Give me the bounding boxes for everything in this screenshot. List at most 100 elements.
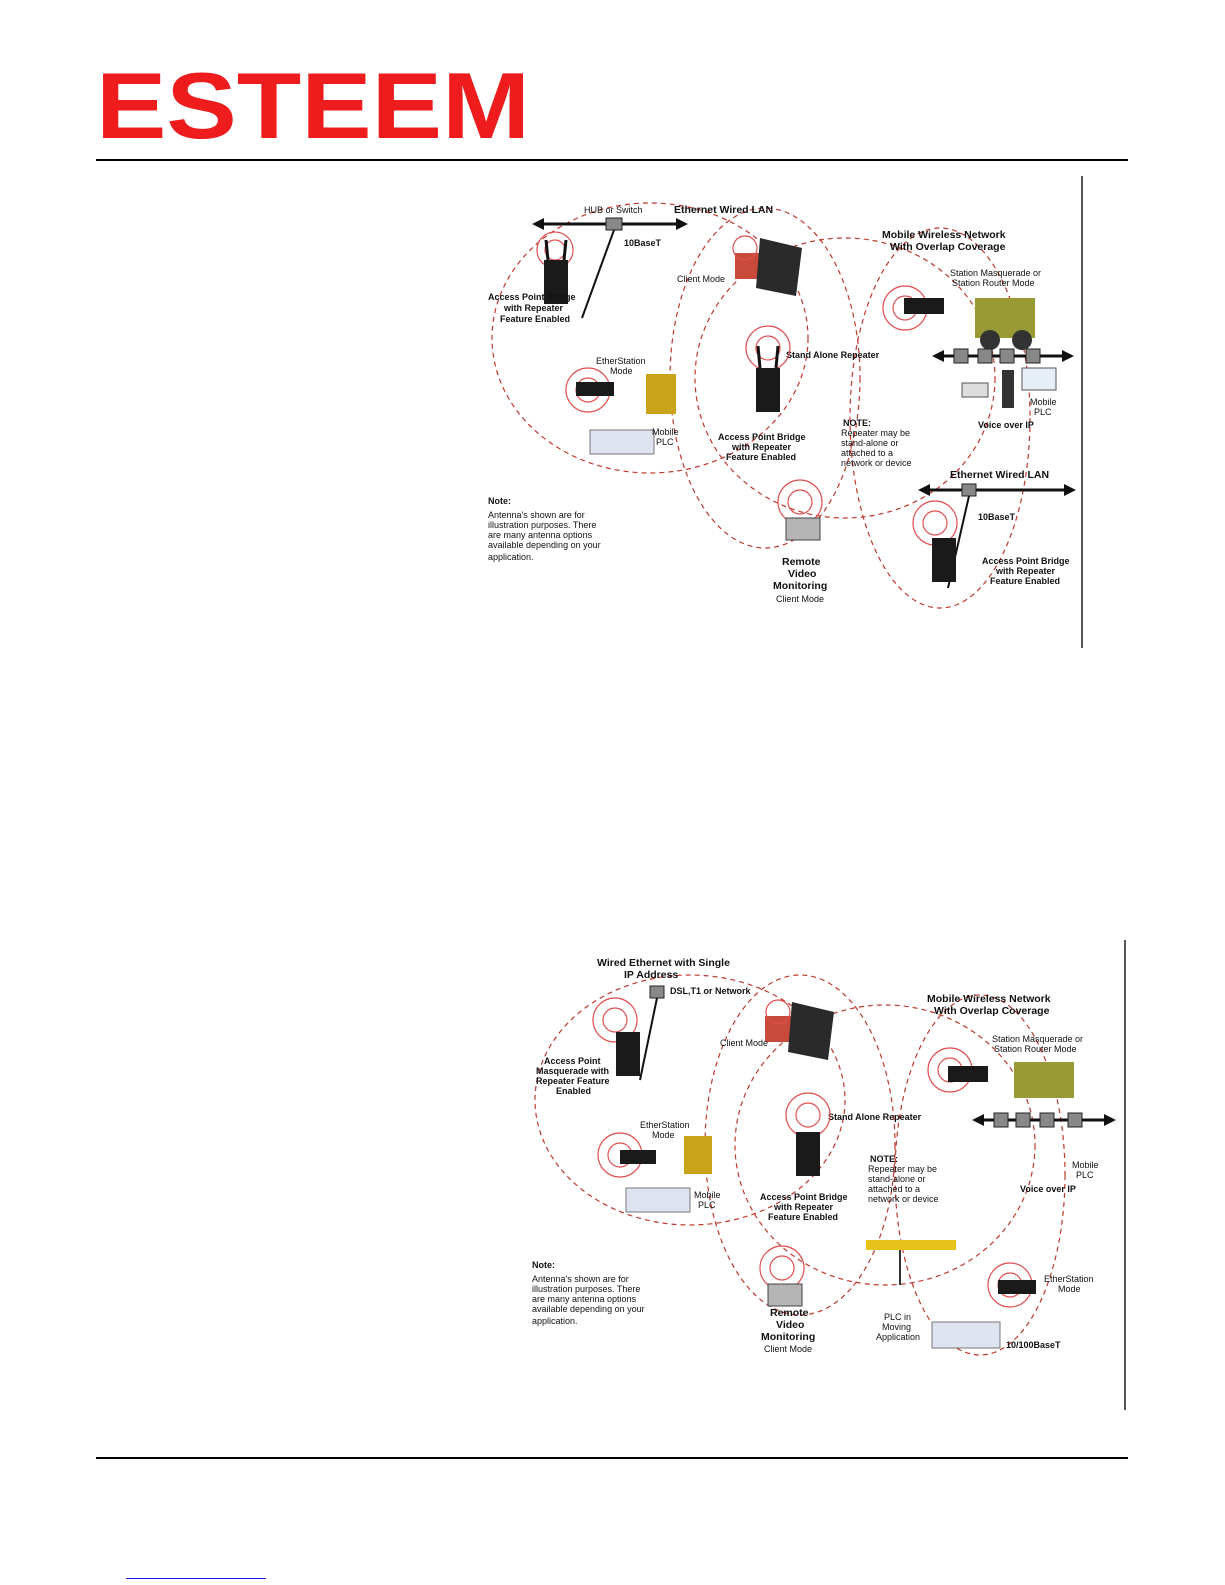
noterep2-line4: attached to a bbox=[868, 1184, 920, 1194]
video2-line3: Monitoring bbox=[761, 1331, 815, 1343]
ap1-line3: Feature Enabled bbox=[500, 314, 570, 324]
diagram2-side-rule bbox=[1124, 940, 1126, 1410]
apm-line2: Masquerade with bbox=[536, 1066, 609, 1076]
ap2b-line3: Feature Enabled bbox=[768, 1212, 838, 1222]
client-label: Client Mode bbox=[677, 274, 725, 284]
note2-line2: illustration purposes. There bbox=[532, 1284, 640, 1294]
video2-mode: Client Mode bbox=[764, 1344, 812, 1354]
apm-line1: Access Point bbox=[544, 1056, 601, 1066]
crane-icon bbox=[866, 1240, 956, 1285]
lan-bus-2 bbox=[918, 483, 1076, 589]
note-line5: application. bbox=[488, 552, 534, 562]
ap2-line3: Feature Enabled bbox=[726, 452, 796, 462]
ether-line2: Mode bbox=[610, 366, 633, 376]
video-line3: Monitoring bbox=[773, 580, 827, 592]
etherstation-device bbox=[565, 367, 676, 455]
hub-label: HUB or Switch bbox=[584, 205, 643, 215]
ap1-line2: with Repeater bbox=[503, 303, 564, 313]
noterep-line4: attached to a bbox=[841, 448, 893, 458]
repeater-label: Stand Alone Repeater bbox=[786, 350, 880, 360]
plc2-line1: Mobile bbox=[1030, 397, 1057, 407]
video-line2: Video bbox=[788, 568, 816, 580]
mobile-station-2 bbox=[927, 1047, 1116, 1128]
masq-line1: Station Masquerade or bbox=[950, 268, 1041, 278]
base2-label: 10BaseT bbox=[978, 512, 1016, 522]
noterep2-line1: NOTE: bbox=[870, 1154, 898, 1164]
repeater2-label: Stand Alone Repeater bbox=[828, 1112, 922, 1122]
masq2-line1: Station Masquerade or bbox=[992, 1034, 1083, 1044]
client2-label: Client Mode bbox=[720, 1038, 768, 1048]
ap3-line1: Access Point Bridge bbox=[982, 556, 1070, 566]
base3-label: 10/100BaseT bbox=[1006, 1340, 1061, 1350]
plcm-line2: Moving bbox=[882, 1322, 911, 1332]
plc-line1: Mobile bbox=[652, 427, 679, 437]
apm-line4: Enabled bbox=[556, 1086, 591, 1096]
note-line3: are many antenna options bbox=[488, 530, 593, 540]
repeater-device bbox=[745, 325, 791, 412]
noterep-line2: Repeater may be bbox=[841, 428, 910, 438]
ap2-line2: with Repeater bbox=[731, 442, 792, 452]
apm-device bbox=[592, 997, 640, 1076]
ap3-line3: Feature Enabled bbox=[990, 576, 1060, 586]
ether2-line2: Mode bbox=[652, 1130, 675, 1140]
laptop-icon bbox=[732, 235, 802, 296]
voip-label: Voice over IP bbox=[978, 420, 1034, 430]
laptop-icon-2 bbox=[765, 999, 834, 1060]
ether2-line1: EtherStation bbox=[640, 1120, 690, 1130]
ap2b-line2: with Repeater bbox=[773, 1202, 834, 1212]
ap2-line1: Access Point Bridge bbox=[718, 432, 806, 442]
dsl-label: DSL,T1 or Network bbox=[670, 986, 752, 996]
plc-b-line2: PLC bbox=[698, 1200, 716, 1210]
mobile-title-2: With Overlap Coverage bbox=[890, 241, 1006, 253]
plc2b-line2: PLC bbox=[1076, 1170, 1094, 1180]
ether3-line1: EtherStation bbox=[1044, 1274, 1094, 1284]
note2-line3: are many antenna options bbox=[532, 1294, 637, 1304]
ap-device-1 bbox=[536, 231, 574, 304]
lan2-label: Ethernet Wired LAN bbox=[950, 469, 1049, 481]
video-mode: Client Mode bbox=[776, 594, 824, 604]
lan-bus bbox=[532, 217, 688, 319]
plc2-line2: PLC bbox=[1034, 407, 1052, 417]
etherstation-device-2 bbox=[597, 1132, 712, 1213]
header-rule bbox=[96, 159, 1128, 161]
camera-icon bbox=[777, 479, 823, 541]
plc2b-line1: Mobile bbox=[1072, 1160, 1099, 1170]
noterep2-line5: network or device bbox=[868, 1194, 939, 1204]
repeater-device-2 bbox=[785, 1092, 831, 1176]
noterep2-line2: Repeater may be bbox=[868, 1164, 937, 1174]
ap1-line1: Access Point Bridge bbox=[488, 292, 576, 302]
ether3-line2: Mode bbox=[1058, 1284, 1081, 1294]
network-diagram-1: HUB or Switch Ethernet Wired LAN 10BaseT… bbox=[488, 202, 1076, 609]
video2-line1: Remote bbox=[770, 1307, 809, 1319]
mobile-title-1: Mobile Wireless Network bbox=[882, 229, 1006, 241]
voip2-label: Voice over IP bbox=[1020, 1184, 1076, 1194]
plcm-line3: Application bbox=[876, 1332, 920, 1342]
camera-icon-2 bbox=[759, 1245, 805, 1307]
mobile2-title-1: Mobile Wireless Network bbox=[927, 993, 1051, 1005]
wired-line1: Wired Ethernet with Single bbox=[597, 957, 730, 969]
ap2b-line1: Access Point Bridge bbox=[760, 1192, 848, 1202]
note-line2: illustration purposes. There bbox=[488, 520, 596, 530]
diagram1-side-rule bbox=[1081, 176, 1083, 648]
noterep-line1: NOTE: bbox=[843, 418, 871, 428]
note2-line1: Antenna's shown are for bbox=[532, 1274, 629, 1284]
noterep-line3: stand-alone or bbox=[841, 438, 899, 448]
footer-rule bbox=[96, 1457, 1128, 1459]
noterep-line5: network or device bbox=[841, 458, 912, 468]
footer-link-underline[interactable] bbox=[126, 1578, 266, 1579]
ap-device-3 bbox=[912, 500, 958, 582]
lan-label: Ethernet Wired LAN bbox=[674, 204, 773, 216]
wired-line2: IP Address bbox=[624, 969, 678, 981]
logo-text: ESTEEM bbox=[96, 68, 530, 144]
network-diagram-2: Wired Ethernet with Single IP Address DS… bbox=[532, 957, 1116, 1356]
note-line4: available depending on your bbox=[488, 540, 601, 550]
base-label: 10BaseT bbox=[624, 238, 662, 248]
video-line1: Remote bbox=[782, 556, 821, 568]
plc-b-line1: Mobile bbox=[694, 1190, 721, 1200]
note2-title: Note: bbox=[532, 1260, 555, 1270]
apm-line3: Repeater Feature bbox=[536, 1076, 610, 1086]
esteem-logo: ESTEEM bbox=[96, 68, 530, 144]
mobile2-title-2: With Overlap Coverage bbox=[934, 1005, 1050, 1017]
masq-line2: Station Router Mode bbox=[952, 278, 1035, 288]
ether-line1: EtherStation bbox=[596, 356, 646, 366]
